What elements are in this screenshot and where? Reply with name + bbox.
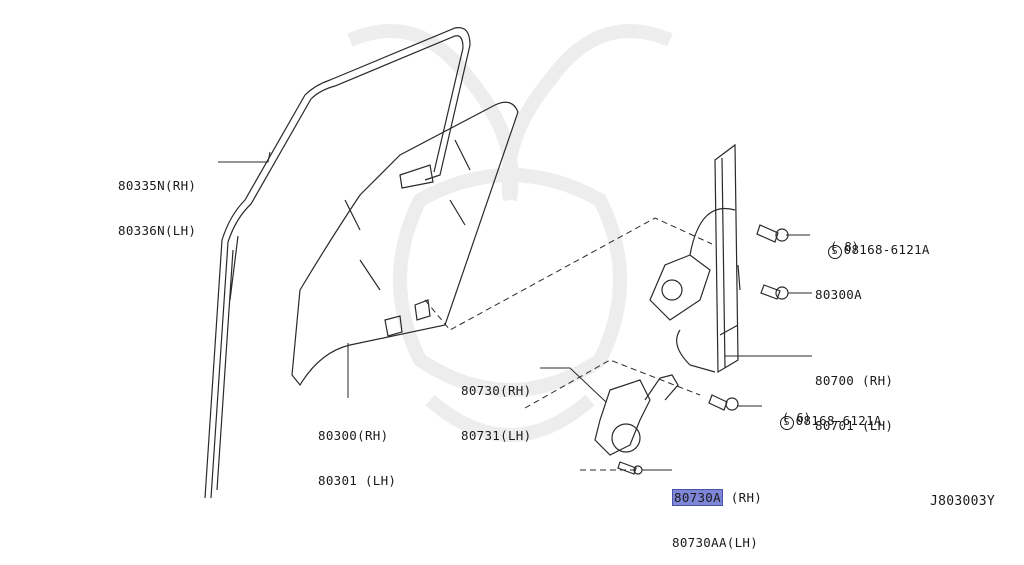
nut-icon	[760, 284, 789, 300]
screw-rh-suffix: (RH)	[722, 490, 763, 505]
bolt-lower-qty: ( 6)	[782, 411, 811, 425]
glass-label: 80300(RH) 80301 (LH)	[318, 398, 396, 503]
screw-lh-label[interactable]: 80730AA(LH)	[672, 535, 759, 550]
glass-lh-label[interactable]: 80301 (LH)	[318, 473, 397, 488]
motor-label: 80730(RH) 80731(LH)	[461, 353, 531, 458]
diagram-id: J803003Y	[930, 494, 996, 509]
regulator-lh-label[interactable]: 80701 (LH)	[815, 418, 894, 433]
glass-rh-label[interactable]: 80300(RH)	[318, 428, 389, 443]
motor-rh-label[interactable]: 80730(RH)	[461, 383, 532, 398]
leader-lines	[218, 151, 812, 471]
s-ref-icon: S	[779, 416, 794, 430]
bolt-lower-icon	[708, 394, 739, 411]
nut-label[interactable]: 80300A	[815, 287, 862, 302]
motor-lh-label[interactable]: 80731(LH)	[461, 428, 532, 443]
sash-label: 80335N(RH) 80336N(LH)	[118, 148, 196, 253]
bolt-upper-qty: ( 8)	[830, 240, 859, 254]
door-glass	[291, 101, 519, 387]
s-ref-icon: S	[827, 245, 842, 259]
regulator-label: 80700 (RH) 80701 (LH)	[815, 343, 893, 448]
watermark-emblem	[347, 24, 673, 442]
window-regulator	[649, 143, 741, 374]
sash-rh-label[interactable]: 80335N(RH)	[118, 178, 197, 193]
door-sash-frame	[204, 27, 471, 499]
assembly-dashed-lines	[424, 217, 713, 471]
screw-rh-highlight[interactable]: 80730A	[672, 489, 723, 506]
screw-label: 80730A (RH) 80730AA(LH)	[672, 460, 762, 565]
bolt-lower-code: 08168-6121A	[795, 413, 882, 428]
bolt-upper-code: 08168-6121A	[843, 242, 930, 257]
parts-diagram	[204, 24, 812, 499]
bolt-upper-icon	[756, 224, 789, 243]
regulator-rh-label[interactable]: 80700 (RH)	[815, 373, 894, 388]
sash-lh-label[interactable]: 80336N(LH)	[118, 223, 197, 238]
window-motor	[594, 374, 679, 456]
screw-icon	[617, 461, 643, 475]
